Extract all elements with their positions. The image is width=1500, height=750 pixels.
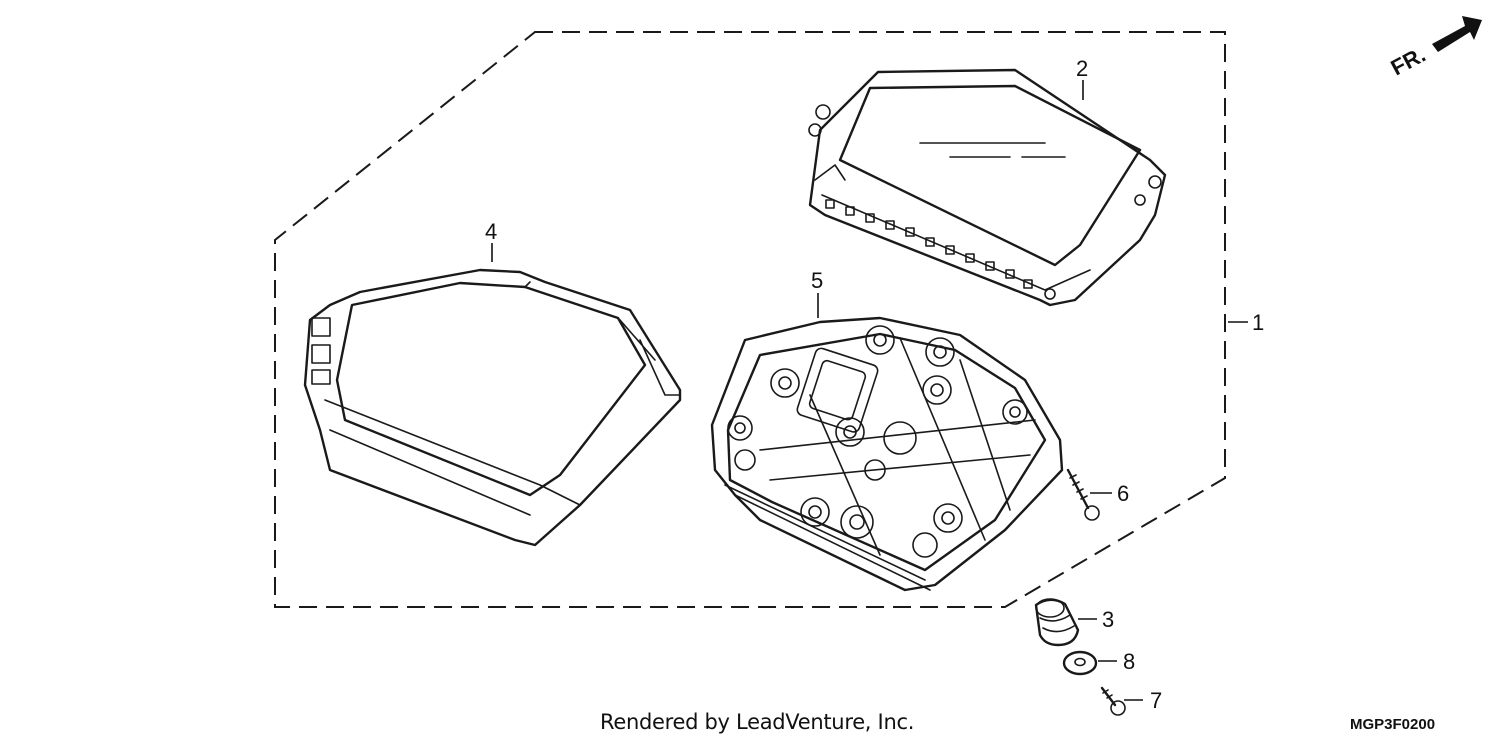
display-unit-part-2 [808,68,1167,307]
cover-side-tabs [311,317,331,385]
grommet-part-3 [1034,598,1080,647]
callout-6: 6 [1117,481,1129,506]
screw-part-7 [1100,686,1126,716]
diagram-code: MGP3F0200 [1350,716,1436,733]
washer-part-8 [1062,650,1098,676]
callout-5: 5 [811,268,823,293]
render-credit: Rendered by LeadVenture, Inc. [600,710,915,734]
callout-7: 7 [1150,688,1162,713]
screw-part-6 [1066,468,1100,521]
meter-cover-part-4 [303,268,682,547]
callout-4: 4 [485,219,497,244]
front-direction-indicator: FR. [1387,16,1482,80]
display-connector-pins [825,199,1033,289]
callout-1: 1 [1252,310,1264,335]
callout-8: 8 [1123,649,1135,674]
front-direction-label: FR. [1387,42,1430,81]
callout-leaders [491,80,1248,701]
front-arrow-icon [1432,16,1482,52]
case-mounting-bosses [727,325,1028,558]
callout-3: 3 [1102,607,1114,632]
meter-case-part-5 [710,316,1064,592]
assembly-boundary [274,31,1226,608]
callout-2: 2 [1076,56,1088,81]
case-ribs [759,337,1036,556]
